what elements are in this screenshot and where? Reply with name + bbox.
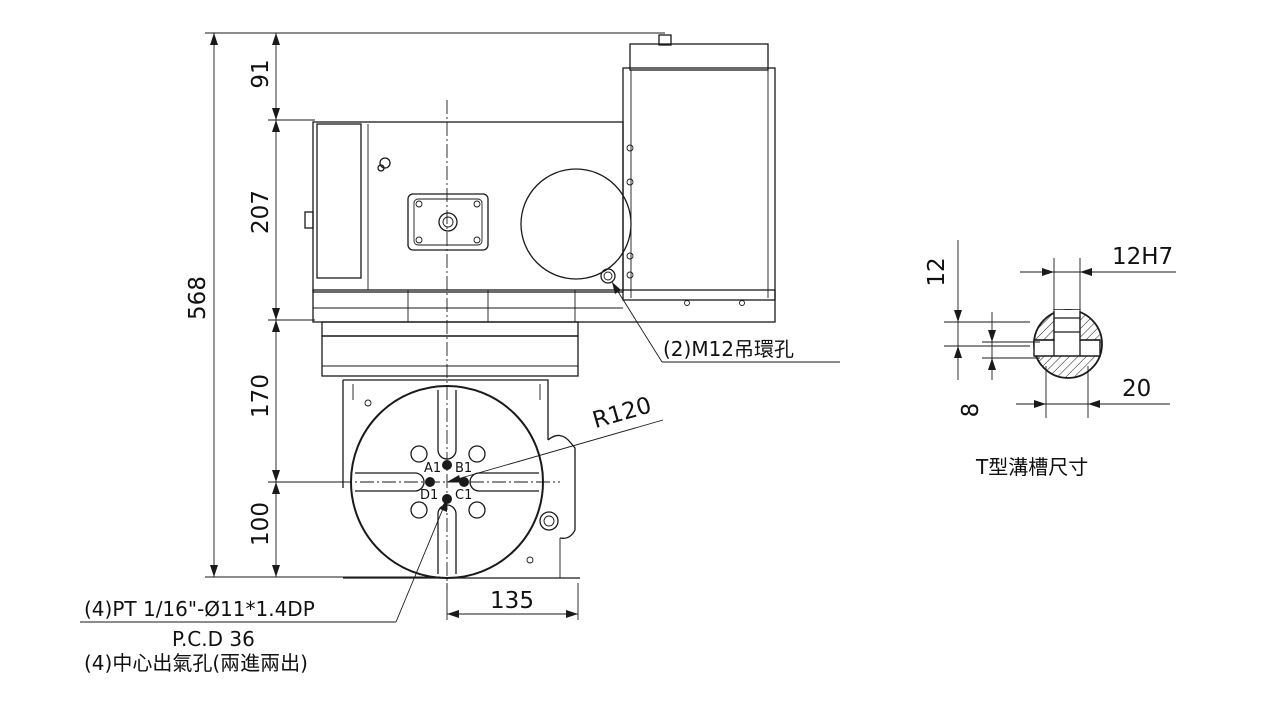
port-d1-label: D1 — [420, 488, 438, 503]
dim-135: 135 — [490, 588, 534, 614]
t-slot-title: T型溝槽尺寸 — [975, 455, 1088, 479]
base-plate — [312, 289, 776, 323]
dim-20: 20 — [1122, 376, 1151, 402]
main-body — [304, 121, 632, 293]
lifting-hole-leader — [611, 281, 840, 363]
t-slot-detail — [944, 240, 1176, 418]
turntable-support — [321, 321, 580, 579]
pcd-note: P.C.D 36 — [172, 627, 255, 651]
dim-12h7: 12H7 — [1112, 244, 1173, 270]
dim-207: 207 — [248, 190, 274, 234]
port-leader — [80, 498, 448, 623]
port-c1-label: C1 — [455, 488, 472, 503]
dim-8: 8 — [958, 403, 984, 418]
lifting-hole-note: (2)M12吊環孔 — [663, 337, 794, 361]
bottom-dimension-lines — [446, 583, 579, 620]
dim-r120: R120 — [590, 393, 655, 435]
air-holes-note: (4)中心出氣孔(兩進兩出) — [84, 651, 308, 675]
dim-12: 12 — [924, 257, 950, 286]
left-dimension-lines — [205, 32, 665, 578]
motor-housing — [622, 34, 776, 306]
port-b1 — [459, 477, 469, 487]
dim-91: 91 — [248, 59, 274, 88]
port-a1-label: A1 — [424, 461, 441, 476]
dim-170: 170 — [248, 374, 274, 418]
port-b1-label: B1 — [455, 461, 472, 476]
dim-568: 568 — [185, 276, 211, 320]
dim-100: 100 — [248, 502, 274, 546]
r120-leader — [446, 419, 664, 483]
port-thread-note: (4)PT 1/16"-Ø11*1.4DP — [84, 597, 315, 621]
